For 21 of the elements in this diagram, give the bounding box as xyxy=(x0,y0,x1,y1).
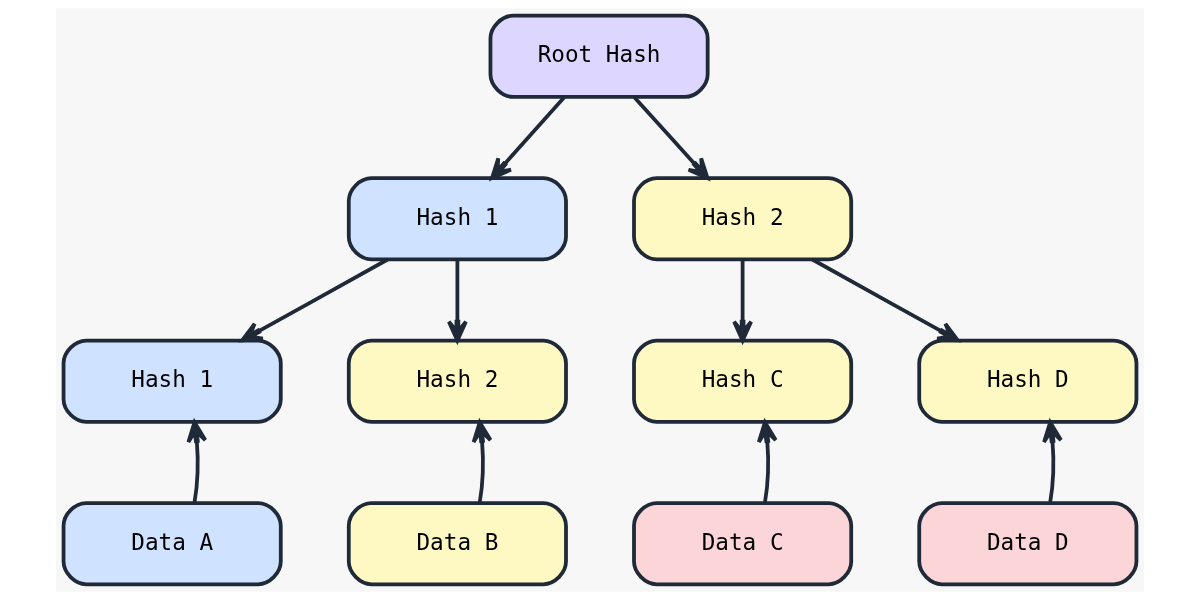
arrow xyxy=(490,96,566,180)
arrow xyxy=(732,259,753,343)
arrow xyxy=(756,420,778,504)
arrow xyxy=(633,96,710,180)
arrow xyxy=(1042,420,1063,504)
node-box: Hash C xyxy=(632,338,854,424)
node-box: Hash D xyxy=(917,338,1139,424)
arrow xyxy=(186,420,208,504)
node-box: Hash 2 xyxy=(346,338,568,424)
arrow xyxy=(471,420,493,504)
node-box: Hash 1 xyxy=(346,176,568,262)
arrow xyxy=(240,257,389,343)
arrow xyxy=(447,259,468,343)
arrow xyxy=(811,257,960,343)
node-box: Data B xyxy=(346,501,568,587)
node-box: Data C xyxy=(632,501,854,587)
node-box: Hash 1 xyxy=(61,338,283,424)
node-box: Hash 2 xyxy=(632,176,854,262)
node-box: Data D xyxy=(917,501,1139,587)
node-box: Root Hash xyxy=(488,13,710,99)
node-box: Data A xyxy=(61,501,283,587)
